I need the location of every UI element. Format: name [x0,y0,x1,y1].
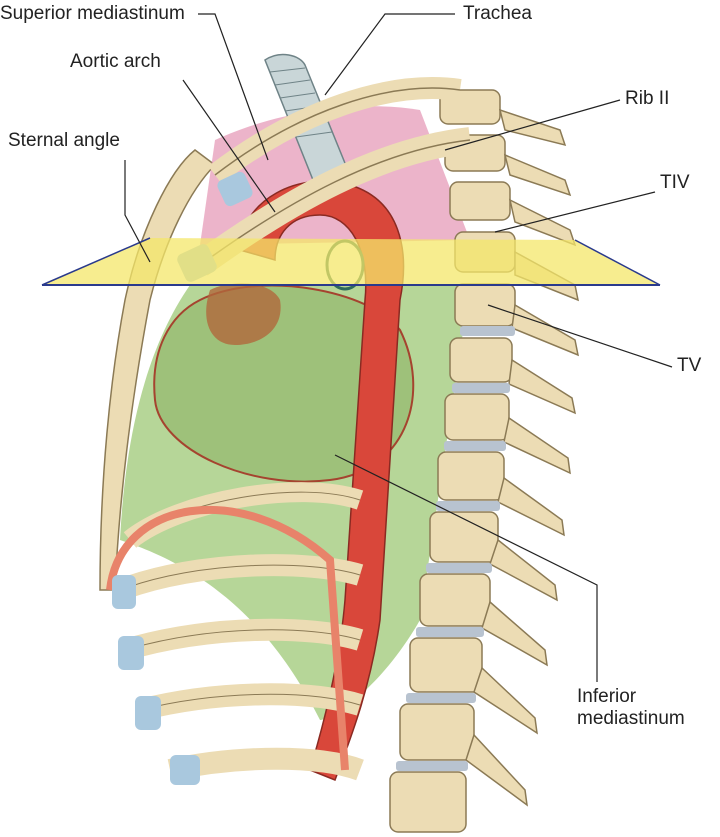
label-superior-mediastinum: Superior mediastinum [0,3,185,24]
label-tiv: TIV [660,172,690,193]
label-sternal-angle: Sternal angle [8,130,120,151]
label-inferior-line2: mediastinum [577,708,685,729]
label-inferior-mediastinum: Inferior mediastinum [577,686,685,730]
label-trachea: Trachea [463,3,532,24]
leader-lines [124,13,673,682]
intervertebral-discs [396,326,515,771]
label-tv: TV [677,355,702,376]
label-inferior-line1: Inferior [577,686,637,707]
label-aortic-arch: Aortic arch [70,51,161,72]
label-rib-ii: Rib II [625,88,670,109]
lower-costal-cartilages [112,575,200,785]
heart-base [206,283,281,345]
costal-margin [106,505,349,771]
costal-cartilage-1 [217,171,253,207]
transverse-thoracic-plane [42,238,660,285]
